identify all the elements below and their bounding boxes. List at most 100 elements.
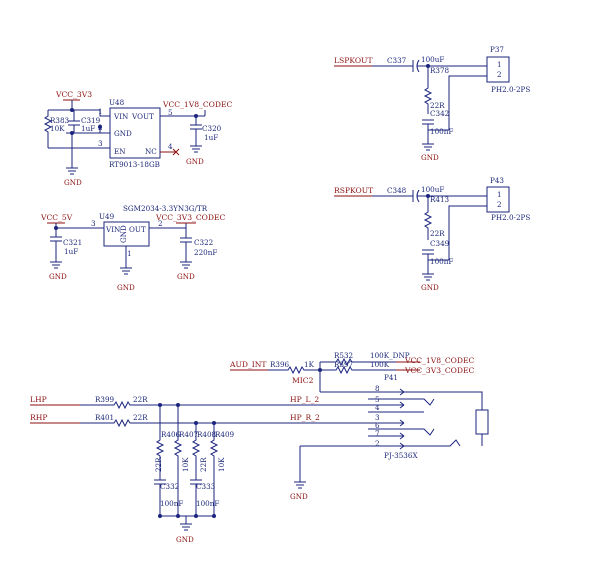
svg-text:4: 4 — [168, 142, 173, 151]
r401-value: 22R — [133, 413, 148, 422]
left-speaker-section: LSPKOUT C337 100uF R378 22R C342 100nF G… — [334, 45, 530, 162]
p41-part: PJ-3536X — [384, 451, 418, 460]
p41-ref: P41 — [384, 373, 398, 382]
u48-part: RT9013-18GB — [109, 160, 160, 169]
c342-ref: C342 — [430, 109, 449, 118]
u48-pin-vin: VIN — [113, 112, 128, 121]
r408-value: 22R — [199, 457, 208, 472]
svg-text:4: 4 — [375, 403, 380, 412]
c348-value: 100uF — [421, 185, 444, 194]
r407-value: 10K — [181, 457, 190, 472]
svg-text:5: 5 — [168, 108, 173, 117]
u49-part: SGM2034-3.3YN3G/TR — [123, 204, 208, 213]
svg-text:2: 2 — [497, 200, 502, 209]
r408-c333-branch — [190, 423, 202, 516]
r413-ref: R413 — [430, 195, 450, 204]
svg-text:3: 3 — [98, 139, 103, 148]
gnd-label-hp: GND — [176, 535, 194, 544]
aud-int-net: AUD_INT — [229, 360, 266, 369]
r532-ref: R532 — [334, 351, 353, 360]
r396-value: 1K — [304, 360, 315, 369]
c319-value: 1uF — [81, 124, 95, 133]
gnd-symbol-jack — [294, 481, 306, 489]
gnd-label-c322: GND — [177, 272, 195, 281]
vcc-1v8-codec-label-jack: VCC_1V8_CODEC — [404, 356, 475, 365]
c332-ref: C332 — [160, 482, 179, 491]
svg-text:1: 1 — [497, 60, 502, 69]
r401-ref: R401 — [95, 413, 114, 422]
vcc-3v3-codec-label-jack: VCC_3V3_CODEC — [404, 366, 475, 375]
u48-ref: U48 — [109, 98, 125, 107]
r399-resistor — [80, 400, 404, 410]
c320-ref: C320 — [202, 124, 222, 133]
u49-body — [103, 221, 150, 247]
gnd-label-u49: GND — [117, 283, 135, 292]
nc-marker — [160, 148, 180, 156]
u49-pin-out: OUT — [129, 225, 146, 234]
c349-capacitor — [422, 249, 434, 274]
rhp-net: RHP — [30, 413, 47, 422]
r396-ref: R396 — [270, 360, 290, 369]
hp-l-2-net: HP_L_2 — [290, 395, 319, 404]
svg-text:7: 7 — [375, 429, 380, 438]
c321-ref: C321 — [63, 238, 82, 247]
r406-c332-branch — [154, 405, 166, 516]
gnd-symbol-c342 — [422, 143, 434, 151]
r406-ref: R406 — [161, 430, 181, 439]
r397-ref: R397 — [334, 360, 354, 369]
r399-ref: R399 — [95, 395, 115, 404]
vcc-5v-label: VCC_5V — [40, 213, 73, 222]
headphone-section: AUD_INT R396 1K R532 100K_DNP R397 100K … — [30, 351, 489, 544]
c337-ref: C337 — [387, 56, 407, 65]
r413-value: 22R — [430, 229, 445, 238]
r408-ref: R408 — [197, 430, 217, 439]
right-speaker-section: RSPKOUT C348 100uF R413 22R C349 100nF G… — [334, 176, 530, 292]
c349-ref: C349 — [430, 239, 450, 248]
gnd-label-c342: GND — [421, 153, 439, 162]
c349-value: 100nF — [430, 257, 453, 266]
u48-pin-nc: NC — [145, 147, 157, 156]
svg-text:2: 2 — [497, 70, 502, 79]
gnd-symbol-u48 — [66, 167, 78, 175]
r383-value: 10K — [50, 124, 65, 133]
r532-resistor — [320, 357, 396, 367]
p43-ref: P43 — [490, 176, 504, 185]
c321-value: 1uF — [64, 247, 78, 256]
svg-text:1: 1 — [497, 190, 502, 199]
p41-jack: 8 5 4 3 6 7 2 PJ-3536X GND — [290, 384, 489, 501]
r378-ref: R378 — [430, 66, 450, 75]
gnd-symbol-c320 — [190, 145, 202, 153]
p37-connector — [486, 56, 510, 83]
r383-ref: R383 — [50, 116, 70, 125]
c322-capacitor — [180, 228, 192, 262]
u48-body — [109, 107, 161, 159]
gnd-symbol-c349 — [422, 273, 434, 281]
r406-value: 22R — [154, 457, 163, 472]
r409-value: 10K — [217, 457, 226, 472]
u49-pin-gnd: GND — [119, 225, 128, 243]
c342-capacitor — [422, 119, 434, 144]
r378-value: 22R — [430, 101, 445, 110]
r401-resistor — [80, 418, 404, 428]
gnd-symbol-c322 — [180, 261, 192, 269]
c319-capacitor — [68, 110, 80, 133]
svg-text:3: 3 — [91, 219, 96, 228]
r413-resistor — [423, 196, 433, 240]
p43-connector — [486, 186, 510, 213]
r407-ref: R407 — [179, 430, 199, 439]
gnd-symbol-hp — [180, 516, 192, 531]
c348-ref: C348 — [387, 186, 407, 195]
c321-capacitor — [50, 228, 62, 262]
c332-value: 100nF — [160, 499, 183, 508]
c320-value: 1uF — [204, 133, 218, 142]
u49-section: SGM2034-3.3YN3G/TR VCC_5V C321 1uF GND U… — [40, 204, 226, 292]
vcc-1v8-codec-label-u48: VCC_1V8_CODEC — [162, 100, 233, 109]
lspkout-net: LSPKOUT — [334, 56, 373, 65]
r397-value: 100K — [370, 360, 390, 369]
svg-text:2: 2 — [375, 439, 380, 448]
gnd-label-c349: GND — [421, 283, 439, 292]
gnd-symbol-u49 — [120, 267, 132, 275]
vcc-3v3-label: VCC_3V3 — [55, 90, 92, 99]
u48-pin-gnd: GND — [114, 129, 132, 138]
